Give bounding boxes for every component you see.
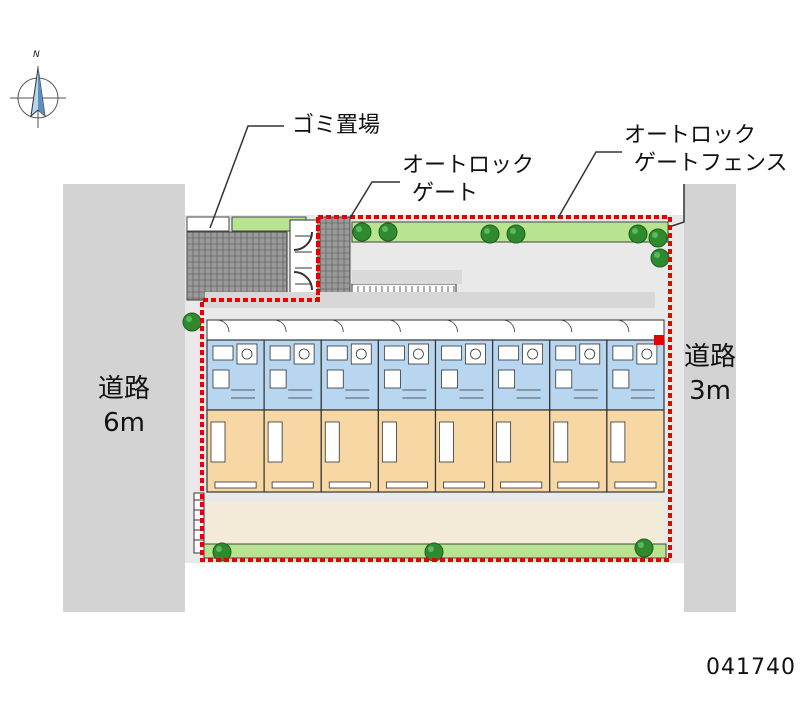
road-east-label: 道路 3m <box>674 340 746 408</box>
bath-fixture <box>465 343 486 365</box>
toilet-fixture <box>212 369 230 389</box>
bath-fixture <box>407 343 429 365</box>
closet <box>381 421 397 463</box>
tree <box>648 228 668 248</box>
bath-fixture <box>522 343 544 365</box>
kitchen-fixture <box>212 345 234 361</box>
tree <box>650 248 670 268</box>
toilet-fixture <box>612 369 630 389</box>
road-east <box>684 184 736 612</box>
window-sill <box>500 481 543 489</box>
tree-highlight <box>428 546 434 552</box>
property-code: 041740 <box>706 655 796 680</box>
corridor <box>352 270 462 284</box>
toilet-fixture <box>326 369 344 389</box>
fence-callout-line2: ゲートフェンス <box>634 151 788 176</box>
tree <box>628 224 648 244</box>
gate-callout: オートロック ゲート <box>402 152 534 208</box>
callout-lines <box>209 125 685 229</box>
tree-highlight <box>654 252 660 258</box>
closet <box>267 421 283 463</box>
road-east-name: 道路 <box>683 342 736 372</box>
tree-highlight <box>510 228 516 234</box>
road-west-label: 道路 6m <box>88 372 160 440</box>
balcony-row <box>206 319 665 341</box>
window-sill <box>443 481 486 489</box>
tree-highlight <box>652 232 658 238</box>
tree <box>378 222 398 242</box>
closet <box>439 421 454 463</box>
toilet-fixture <box>498 369 516 389</box>
apartment-unit <box>492 319 551 493</box>
apartment-unit <box>320 319 379 493</box>
garbage-callout: ゴミ置場 <box>292 113 381 138</box>
apartment-unit <box>434 319 494 493</box>
closet <box>324 421 340 463</box>
garbage-floor <box>186 231 288 301</box>
tree-highlight <box>356 226 362 232</box>
road-west-name: 道路 <box>97 374 150 404</box>
road-west <box>63 184 185 612</box>
gate-callout-line2: ゲート <box>412 181 479 206</box>
tree <box>634 538 654 558</box>
apartment-unit <box>549 319 608 493</box>
toilet-fixture <box>555 369 573 389</box>
bath-fixture <box>293 343 315 365</box>
tree-highlight <box>186 316 192 322</box>
apartment-unit <box>206 319 265 493</box>
compass-north-label: N <box>33 50 40 60</box>
bath-fixture <box>236 343 258 365</box>
tree-highlight <box>382 226 388 232</box>
kitchen-fixture <box>612 345 634 361</box>
apartment-block <box>206 319 665 493</box>
tree-highlight <box>484 228 490 234</box>
fence-callout-line1: オートロック <box>624 123 757 148</box>
closet <box>610 421 626 463</box>
toilet-fixture <box>269 369 287 389</box>
walkway <box>205 292 655 308</box>
window-sill <box>271 481 314 489</box>
toilet-fixture <box>383 369 401 389</box>
bath-fixture <box>579 343 601 365</box>
tree-highlight <box>216 546 222 552</box>
bath-fixture <box>350 343 372 365</box>
closet <box>553 421 569 463</box>
window-sill <box>214 481 257 489</box>
bath-fixture <box>636 343 658 365</box>
kitchen-fixture <box>498 345 520 361</box>
tree <box>352 222 372 242</box>
apartment-unit <box>606 319 665 493</box>
tree-highlight <box>632 228 638 234</box>
road-west-width: 6m <box>103 408 145 438</box>
apartment-unit <box>377 319 437 493</box>
kitchen-fixture <box>326 345 348 361</box>
tree <box>182 312 202 332</box>
kitchen-fixture <box>269 345 291 361</box>
gate-marker <box>654 335 664 345</box>
closet <box>210 421 226 463</box>
kitchen-fixture <box>441 345 462 361</box>
window-sill <box>385 481 428 489</box>
window-sill <box>614 481 657 489</box>
window-sill <box>557 481 600 489</box>
road-east-width: 3m <box>689 376 731 406</box>
trees <box>182 222 670 562</box>
fence-callout: オートロック ゲートフェンス <box>624 122 788 178</box>
kitchen-fixture <box>383 345 405 361</box>
apartment-unit <box>263 319 322 493</box>
gate-callout-line1: オートロック <box>402 153 535 178</box>
tree <box>506 224 526 244</box>
tree-highlight <box>638 542 644 548</box>
auto-lock-fence <box>200 215 672 562</box>
toilet-fixture <box>441 369 458 389</box>
closet <box>496 421 512 463</box>
compass-icon <box>10 66 66 128</box>
tree <box>480 224 500 244</box>
window-sill <box>328 481 371 489</box>
kitchen-fixture <box>555 345 577 361</box>
garbage-area <box>186 216 351 301</box>
gate-floor <box>319 216 351 301</box>
